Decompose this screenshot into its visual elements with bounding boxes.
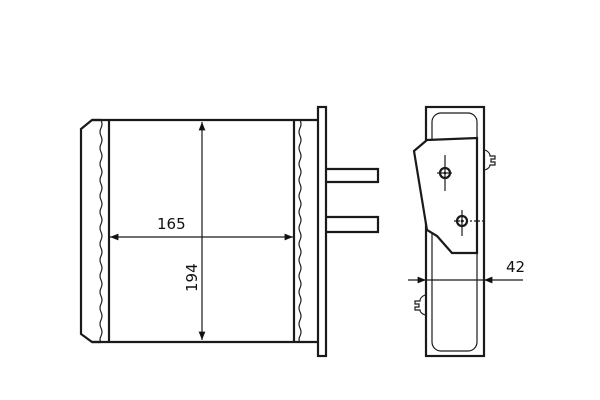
left-clip-tab <box>414 294 426 316</box>
outlet-pipe <box>326 215 380 234</box>
depth-dimension-label: 42 <box>506 258 525 276</box>
right-seam <box>298 119 302 343</box>
mounting-bracket <box>412 136 479 255</box>
left-seam <box>99 119 103 343</box>
mounting-hole-lower <box>454 210 485 236</box>
mounting-flange <box>316 105 328 358</box>
right-clip-tab <box>484 149 496 171</box>
left-tank <box>79 118 101 344</box>
width-dimension-label: 165 <box>157 215 186 233</box>
mounting-hole-upper <box>437 155 452 191</box>
side-outer-frame <box>424 105 486 358</box>
front-view: 165 194 <box>79 105 380 358</box>
height-dimension-label: 194 <box>183 263 201 292</box>
side-view: 42 <box>408 105 525 358</box>
inlet-pipe <box>326 167 380 184</box>
